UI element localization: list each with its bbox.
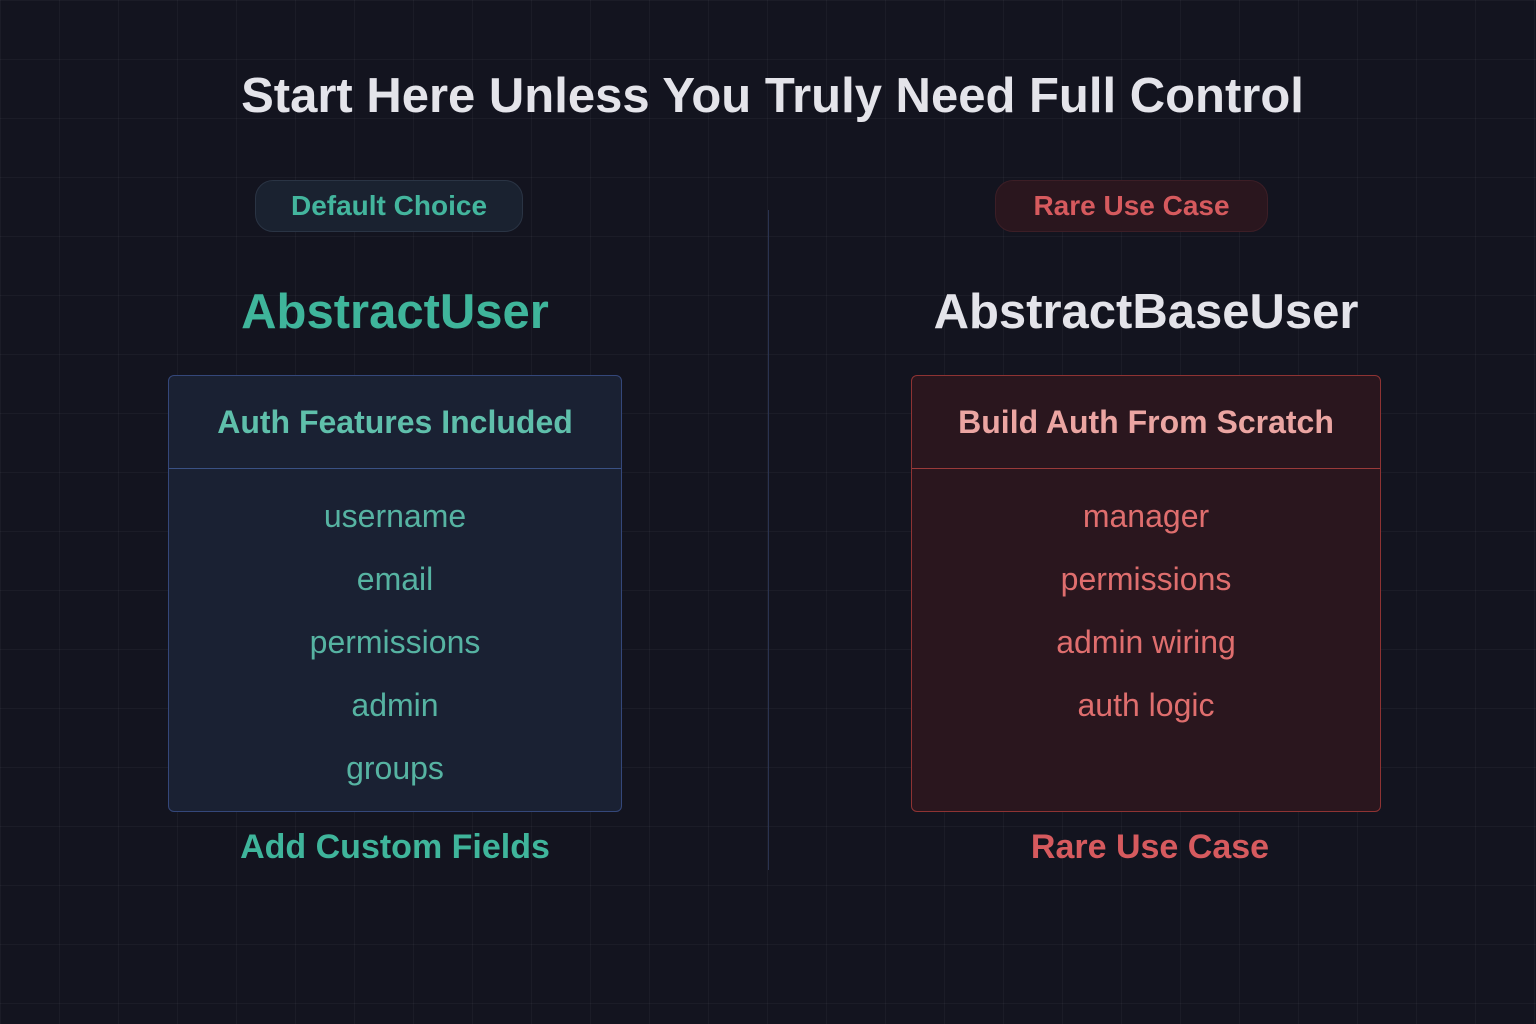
list-item: permissions [309,624,481,660]
list-item: admin wiring [1056,624,1236,660]
rare-use-case-badge: Rare Use Case [995,180,1268,232]
page-title: Start Here Unless You Truly Need Full Co… [241,69,1304,123]
list-item: email [356,561,434,597]
abstract-base-user-card: Build Auth From Scratch manager permissi… [911,375,1381,812]
list-item: username [323,498,467,534]
feature-list: username email permissions admin groups [169,469,621,800]
card-title: Auth Features Included [169,376,621,469]
default-choice-badge: Default Choice [255,180,523,232]
card-title: Build Auth From Scratch [912,376,1380,469]
column-divider [768,210,769,870]
add-custom-fields-label: Add Custom Fields [240,828,550,866]
list-item: manager [1082,498,1210,534]
list-item: groups [346,750,444,786]
list-item: auth logic [1077,687,1215,723]
list-item: permissions [1060,561,1232,597]
rare-use-case-label: Rare Use Case [1030,828,1270,866]
abstract-user-card: Auth Features Included username email pe… [168,375,622,812]
list-item: admin [351,687,439,723]
abstract-base-user-heading: AbstractBaseUser [933,285,1359,339]
abstract-user-heading: AbstractUser [241,285,549,339]
feature-list: manager permissions admin wiring auth lo… [912,469,1380,737]
